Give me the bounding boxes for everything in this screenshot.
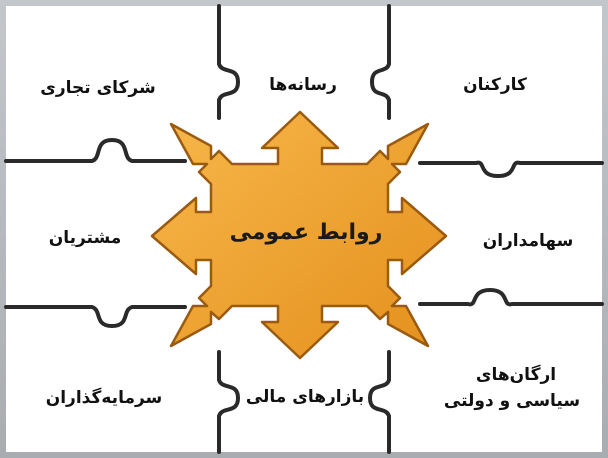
center-label: روابط عمومی	[229, 220, 383, 245]
label-customers: مشتریان	[48, 228, 122, 248]
label-investors: سرمایه‌گذاران	[45, 388, 163, 408]
seam-vertical-left	[217, 4, 240, 454]
seam-horizontal-bottom-left	[4, 305, 187, 328]
seam-horizontal-top-right	[418, 160, 604, 178]
label-business-partners: شرکای تجاری	[40, 78, 156, 98]
label-financial-markets: بازارهای مالی	[245, 387, 365, 407]
label-government-line-2: سیاسی و دولتی	[443, 391, 581, 411]
seam-vertical-right	[368, 4, 391, 454]
seam-horizontal-top-left	[4, 138, 187, 163]
center-star	[150, 110, 448, 360]
seam-horizontal-bottom-right	[418, 288, 604, 307]
puzzle-seams	[4, 4, 604, 454]
label-media: رسانه‌ها	[269, 75, 337, 95]
label-government-line-1: ارگان‌های	[475, 365, 557, 385]
label-shareholders: سهامداران	[482, 231, 574, 251]
label-employees: کارکنان	[463, 75, 527, 95]
